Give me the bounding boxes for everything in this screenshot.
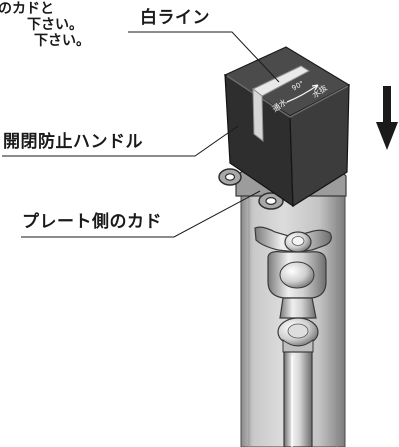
screw-ear-left <box>218 168 242 186</box>
valve-handle <box>254 226 332 253</box>
top-text-line-2: 下さい。 <box>27 17 83 33</box>
rotation-arc <box>286 84 319 103</box>
top-text-line-3: 下さい。 <box>34 33 90 49</box>
handle-cube <box>223 46 351 208</box>
down-arrow-icon <box>376 86 398 150</box>
plate-corner-label: プレート側のカド <box>22 212 162 232</box>
white-line-mark <box>252 65 310 143</box>
valve-body <box>267 251 327 319</box>
spout-joint <box>277 317 319 358</box>
leader-white-line <box>128 31 280 83</box>
handle-label: 開閉防止ハンドル <box>3 132 143 152</box>
top-text-line-1: のカドと <box>0 1 54 17</box>
white-line-label: 白ライン <box>140 8 210 28</box>
spout-pipe <box>283 351 313 447</box>
screw-ear-right <box>258 192 284 210</box>
leader-plate-corner <box>21 190 261 238</box>
leader-handle <box>2 125 239 157</box>
